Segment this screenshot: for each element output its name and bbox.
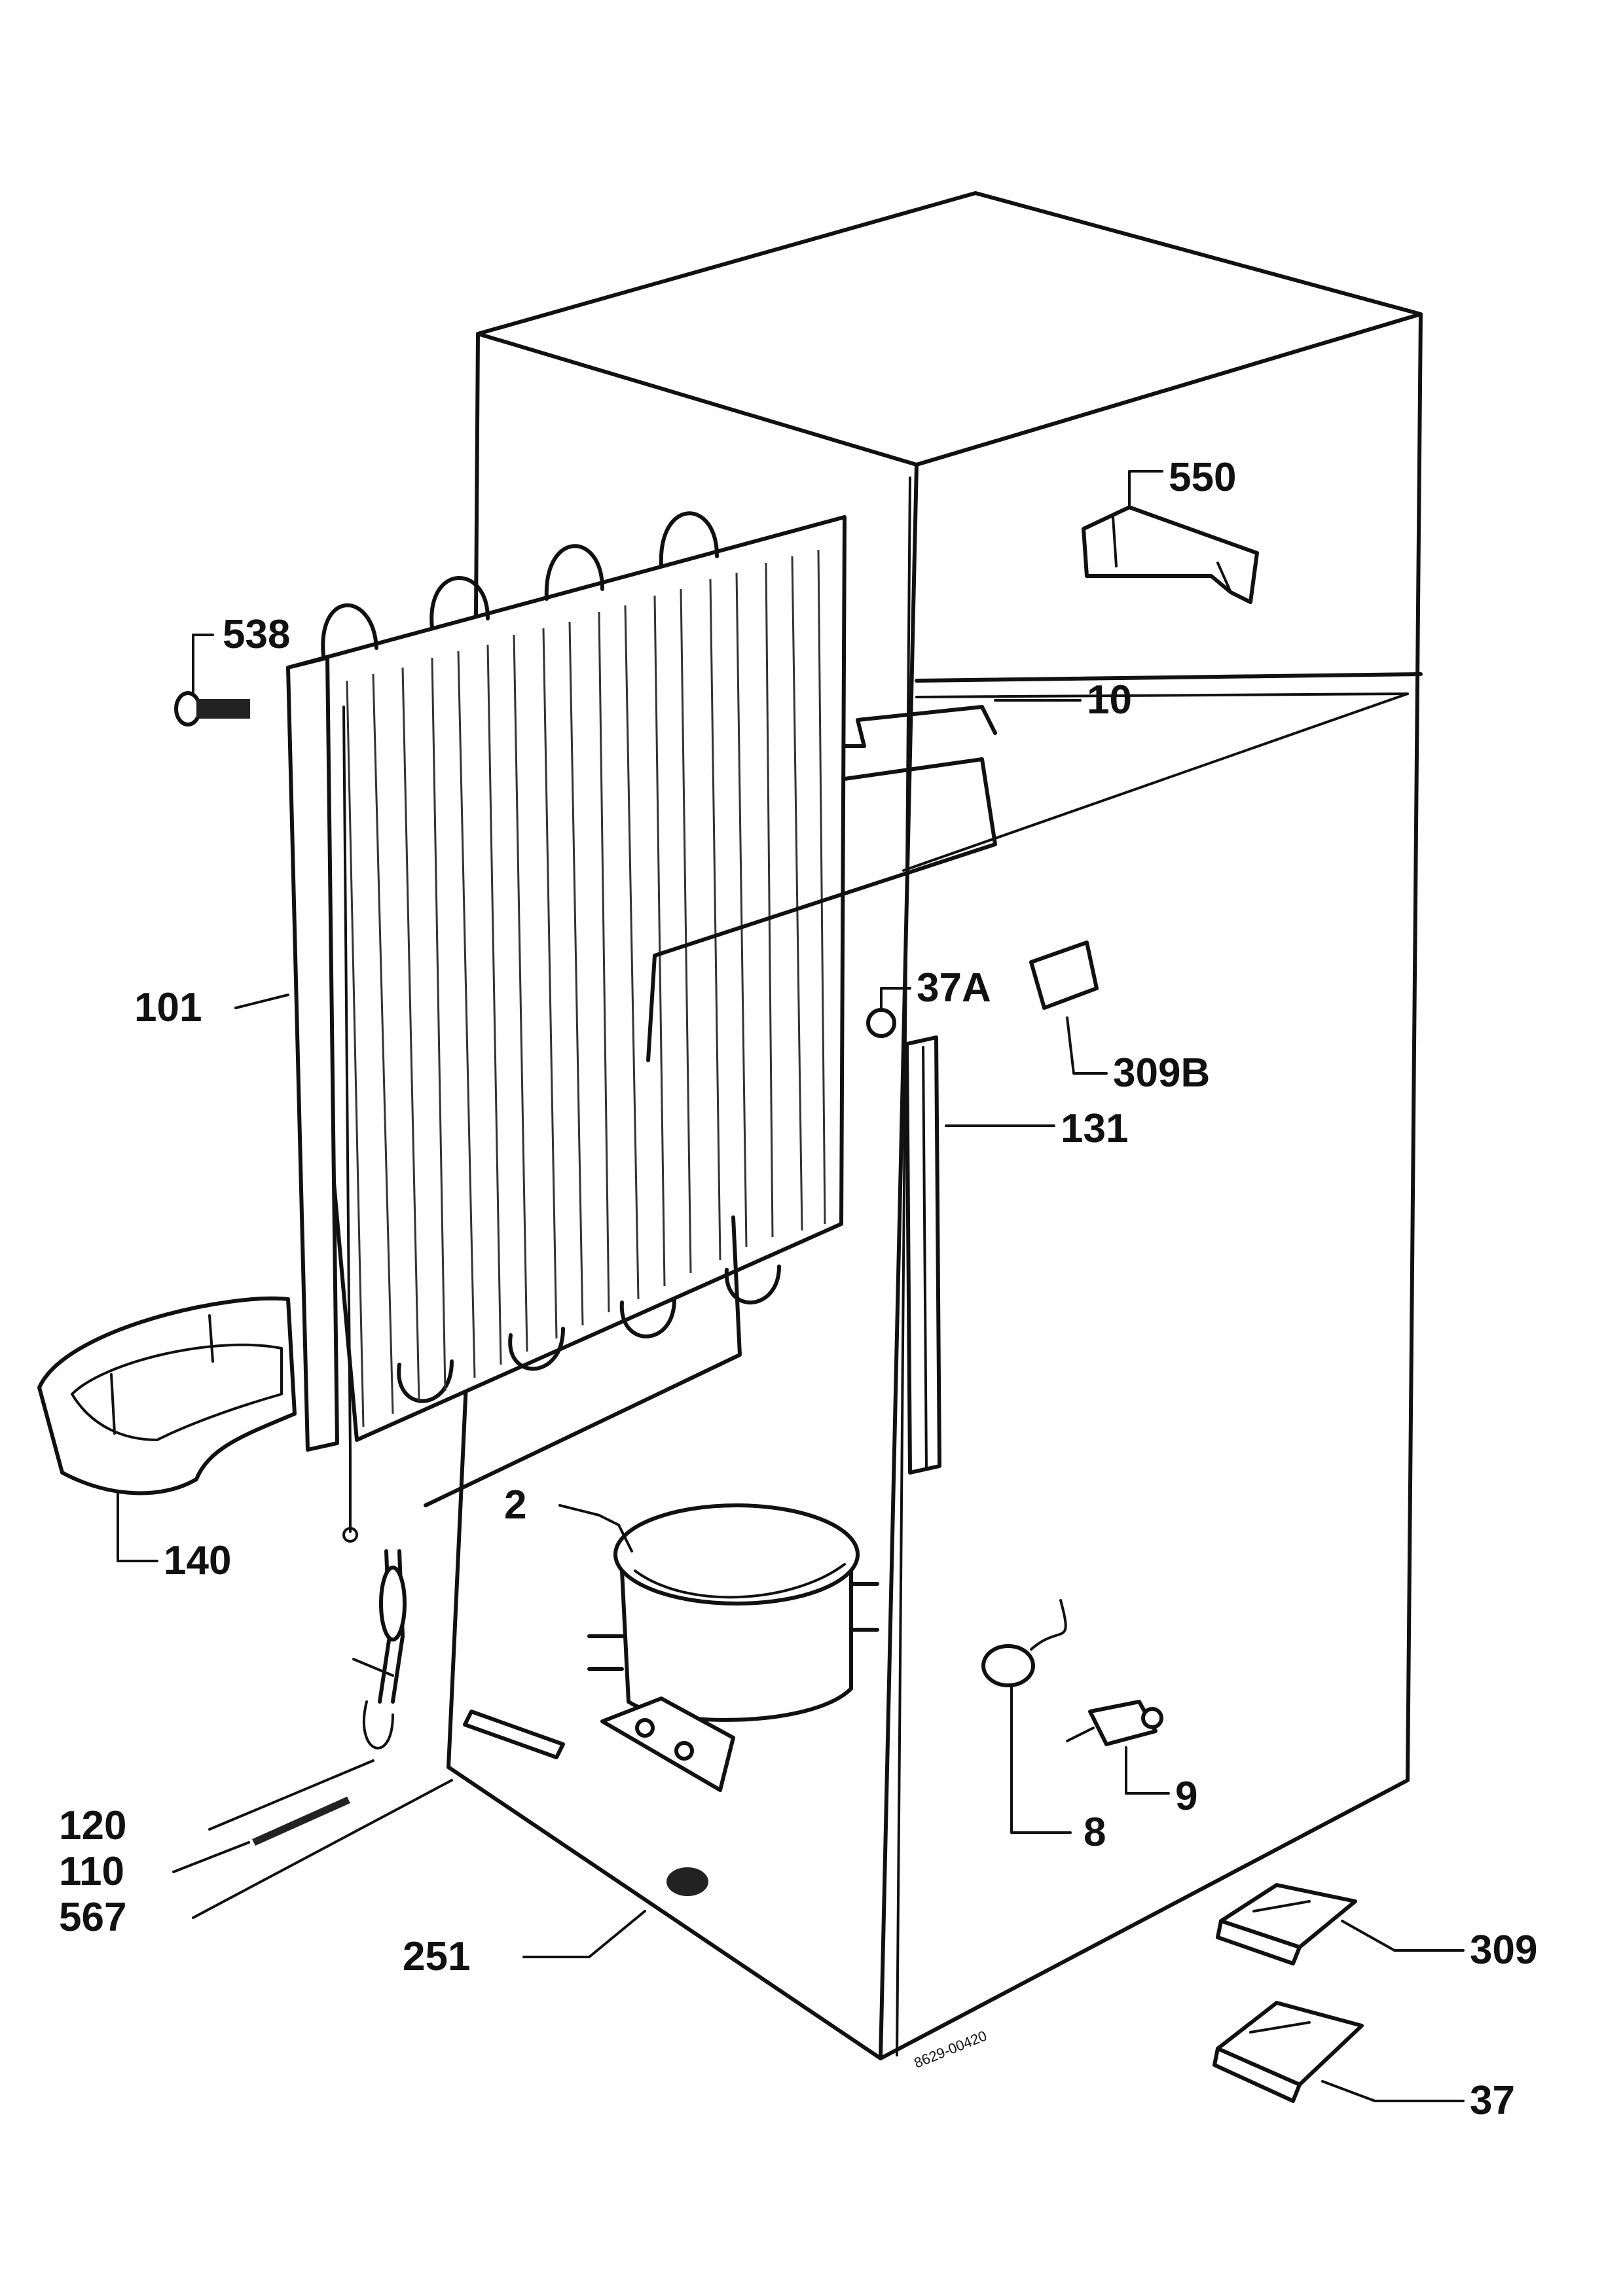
part-309-relay-housing bbox=[1216, 1883, 1465, 1965]
part-567-strip bbox=[192, 1710, 565, 1919]
label-309b: 309B bbox=[1113, 1050, 1210, 1096]
label-251: 251 bbox=[403, 1934, 470, 1979]
part-9-overload bbox=[1066, 1700, 1170, 1795]
part-8-thermostat bbox=[981, 1599, 1072, 1834]
part-2-compressor bbox=[587, 1503, 879, 1792]
label-120: 120 bbox=[59, 1803, 126, 1848]
part-251-grommet bbox=[522, 1867, 708, 1958]
label-10: 10 bbox=[1087, 677, 1132, 723]
label-567: 567 bbox=[59, 1895, 126, 1940]
part-37a-knob bbox=[866, 987, 911, 1038]
label-140: 140 bbox=[164, 1538, 231, 1583]
label-8: 8 bbox=[1084, 1810, 1106, 1855]
label-110: 110 bbox=[59, 1849, 124, 1894]
part-140-drip-tray bbox=[37, 1296, 297, 1562]
part-37-cover bbox=[1213, 2001, 1465, 2103]
label-37: 37 bbox=[1470, 2078, 1515, 2123]
label-538: 538 bbox=[223, 612, 290, 657]
part-131-seal-strip bbox=[905, 1035, 941, 1475]
part-550-bracket bbox=[1082, 470, 1259, 604]
part-120-filter-dryer bbox=[208, 1549, 407, 1831]
label-550: 550 bbox=[1169, 455, 1236, 500]
label-9: 9 bbox=[1175, 1774, 1197, 1819]
label-131: 131 bbox=[1061, 1106, 1128, 1151]
label-101: 101 bbox=[134, 985, 202, 1030]
part-309b-relay bbox=[1029, 941, 1108, 1075]
part-101-condenser bbox=[286, 511, 997, 1543]
leader-lines bbox=[234, 699, 1082, 1516]
callout-labels: 550 538 10 101 37A 309B 131 140 2 120 11… bbox=[59, 455, 1537, 2123]
part-110-strip bbox=[172, 1797, 350, 1873]
part-538-clip bbox=[174, 634, 250, 726]
label-2: 2 bbox=[504, 1482, 526, 1528]
refrigerator-cabinet bbox=[447, 191, 1423, 2060]
label-309: 309 bbox=[1470, 1928, 1537, 1973]
label-37a: 37A bbox=[917, 965, 991, 1011]
